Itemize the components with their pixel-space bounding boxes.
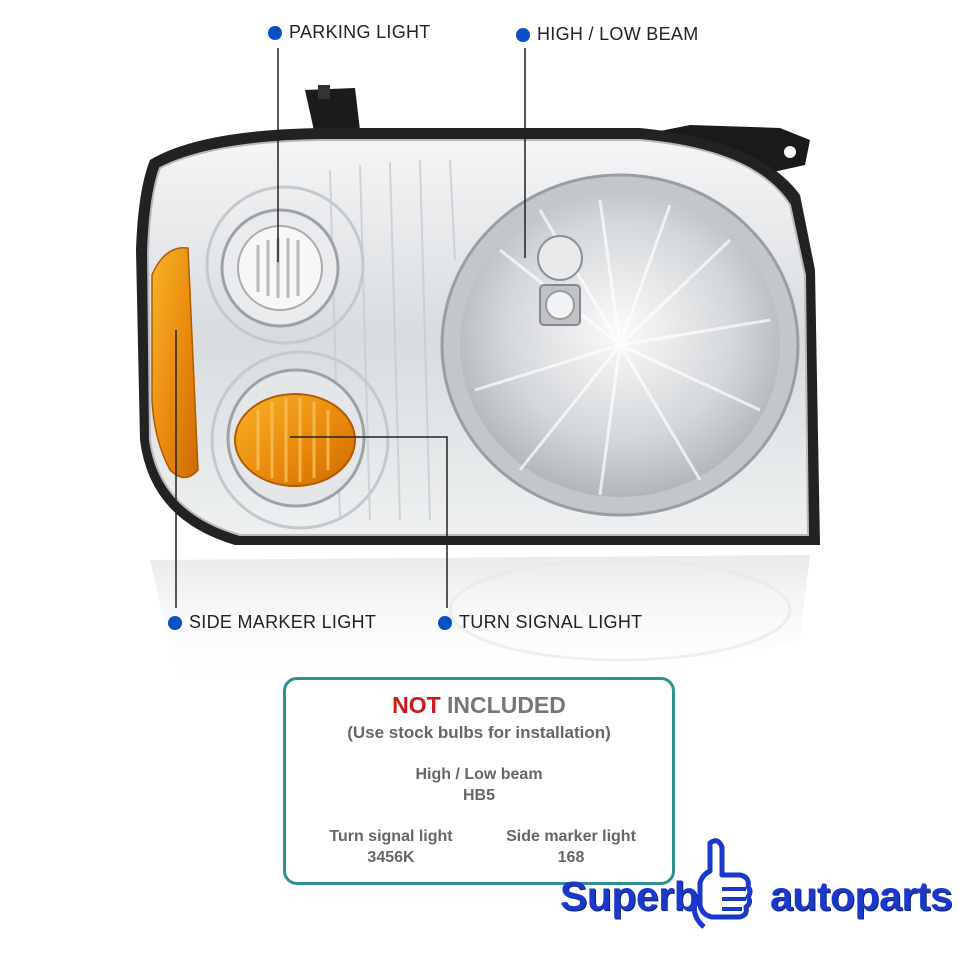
bulb-code: 3456K [367, 849, 415, 866]
brand-logo: Superb autoparts [560, 835, 953, 935]
bulb-turn-signal: Turn signal light 3456K [306, 826, 476, 868]
info-subtitle: (Use stock bulbs for installation) [347, 723, 611, 742]
included-label: INCLUDED [440, 692, 566, 718]
callout-label: HIGH / LOW BEAM [537, 24, 699, 44]
bullet-dot-icon [168, 615, 182, 630]
bulbs-not-included-box: NOT INCLUDED (Use stock bulbs for instal… [283, 677, 675, 885]
not-label: NOT [392, 692, 441, 718]
bullet-dot-icon [438, 615, 452, 630]
bulb-code: 168 [557, 849, 585, 866]
callout-label: SIDE MARKER LIGHT [189, 612, 377, 632]
callout-label: PARKING LIGHT [289, 22, 431, 42]
bulb-name: Side marker light [506, 828, 636, 845]
thumbs-up-icon [691, 838, 753, 929]
bulb-name: Turn signal light [329, 828, 453, 845]
callout-turn-signal-light: TURN SIGNAL LIGHT [438, 612, 642, 633]
bulb-side-marker: Side marker light 168 [486, 826, 656, 868]
callout-parking-light: PARKING LIGHT [268, 22, 431, 43]
bulb-high-low-beam: High / Low beam HB5 [286, 764, 672, 806]
brand-name-right: autoparts [770, 873, 953, 919]
bulb-code: HB5 [462, 787, 495, 804]
bullet-dot-icon [268, 25, 282, 40]
bulb-name: High / Low beam [415, 766, 543, 783]
brand-name-left: Superb [560, 873, 699, 919]
callout-side-marker-light: SIDE MARKER LIGHT [168, 612, 376, 633]
info-title: NOT INCLUDED [286, 692, 672, 719]
callout-label: TURN SIGNAL LIGHT [459, 612, 643, 632]
bullet-dot-icon [516, 27, 530, 42]
callout-high-low-beam: HIGH / LOW BEAM [516, 24, 699, 45]
